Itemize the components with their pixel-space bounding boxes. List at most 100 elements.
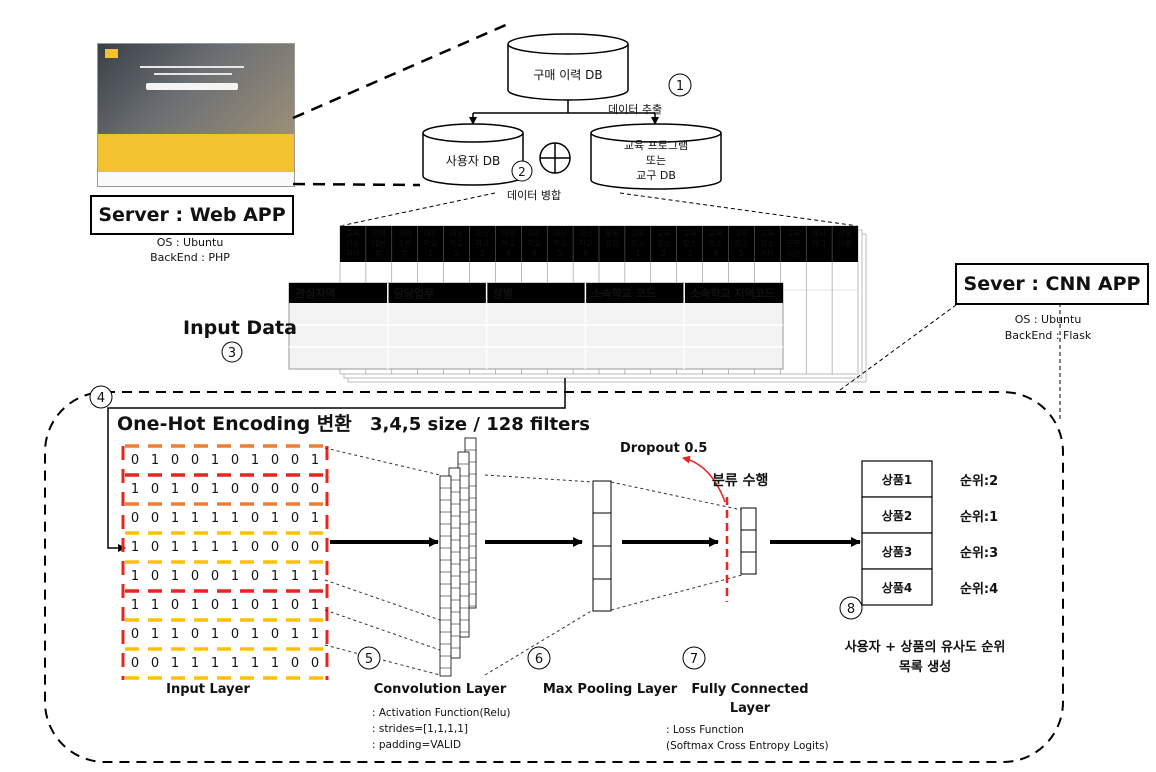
back-table-header-10: 유형 bbox=[605, 239, 619, 248]
onehot-cell: 0 bbox=[311, 656, 319, 671]
user-db-label: 사용자 DB bbox=[446, 154, 500, 168]
onehot-cell: 1 bbox=[171, 627, 179, 642]
back-table-header-15: 5 bbox=[739, 249, 744, 258]
conv-note-activation: : Activation Function(Relu) bbox=[372, 707, 511, 719]
onehot-cell: 0 bbox=[151, 569, 159, 584]
onehot-cell: 1 bbox=[211, 511, 219, 526]
back-table-header-3: 대상 bbox=[424, 228, 438, 238]
extract-label: 데이터 추출 bbox=[608, 103, 662, 116]
step-6-number: 6 bbox=[535, 652, 543, 667]
conv-layer-label: Convolution Layer bbox=[374, 682, 507, 697]
purchase-db-label: 구매 이력 DB bbox=[533, 68, 602, 82]
back-table-header-9: 학교 bbox=[579, 238, 593, 248]
onehot-cell: 1 bbox=[231, 511, 239, 526]
onehot-cell: 0 bbox=[231, 453, 239, 468]
onehot-cell: 1 bbox=[311, 627, 319, 642]
back-table-header-4: 학교 bbox=[450, 238, 464, 248]
onehot-cell: 0 bbox=[271, 627, 279, 642]
front-table-header-3: 소속학교 코드 bbox=[591, 286, 656, 300]
onehot-cell: 0 bbox=[191, 453, 199, 468]
back-table-header-6: 4 bbox=[506, 249, 511, 258]
back-table-header-1: 류 bbox=[375, 249, 382, 258]
edu-db-label-3: 교구 DB bbox=[636, 169, 676, 182]
back-table-header-2: 소분 bbox=[398, 239, 412, 248]
fully-connected-column bbox=[740, 507, 757, 575]
fc-layer-label-2: Layer bbox=[730, 701, 771, 716]
onehot-cell: 0 bbox=[291, 511, 299, 526]
onehot-cell: 0 bbox=[291, 453, 299, 468]
fc-layer-label-1: Fully Connected bbox=[691, 682, 808, 697]
back-table-header-14: 장소 bbox=[709, 238, 723, 248]
web-server-os: OS : Ubuntu bbox=[157, 236, 224, 249]
back-table-header-17: 교육 bbox=[786, 229, 800, 238]
onehot-cell: 1 bbox=[311, 511, 319, 526]
onehot-title: One-Hot Encoding 변환 bbox=[117, 413, 352, 435]
website-search-bar bbox=[146, 83, 238, 90]
step-8-number: 8 bbox=[847, 602, 855, 617]
onehot-cell: 0 bbox=[271, 482, 279, 497]
back-table-header-5: 3 bbox=[480, 249, 485, 258]
onehot-cell: 1 bbox=[291, 569, 299, 584]
onehot-cell: 0 bbox=[131, 627, 139, 642]
back-table-header-16: 장소 bbox=[760, 238, 774, 248]
back-table-header-5: 학교 bbox=[476, 238, 490, 248]
onehot-cell: 1 bbox=[191, 540, 199, 555]
product-name: 상품2 bbox=[882, 508, 912, 523]
back-table-header-0: 지역 bbox=[346, 248, 360, 258]
onehot-cell: 1 bbox=[171, 511, 179, 526]
onehot-cell: 1 bbox=[131, 569, 139, 584]
onehot-cell: 1 bbox=[211, 482, 219, 497]
merge-plus-circle-icon bbox=[539, 142, 571, 174]
back-table-header-0: 가능 bbox=[346, 239, 360, 248]
back-table-header-17: 진행 bbox=[786, 238, 800, 248]
step-1-number: 1 bbox=[676, 79, 684, 94]
back-table-header-13: 3 bbox=[687, 249, 692, 258]
website-headline bbox=[140, 66, 244, 68]
front-table-header-4: 소속학교 지역코드 bbox=[690, 286, 775, 300]
onehot-cell: 1 bbox=[171, 540, 179, 555]
onehot-cell: 1 bbox=[291, 627, 299, 642]
product-name: 상품4 bbox=[882, 580, 912, 595]
onehot-cell: 0 bbox=[291, 482, 299, 497]
input-layer-label: Input Layer bbox=[166, 682, 250, 697]
onehot-cell: 1 bbox=[231, 540, 239, 555]
back-table-header-1: 대분 bbox=[372, 239, 386, 248]
back-table-header-2: 류 bbox=[401, 249, 408, 258]
back-table-header-12: 교육 bbox=[657, 229, 671, 238]
onehot-cell: 0 bbox=[131, 511, 139, 526]
onehot-cell: 1 bbox=[151, 627, 159, 642]
web-server-title: Server : Web APP bbox=[90, 195, 294, 235]
conv-note-padding: : padding=VALID bbox=[372, 739, 461, 751]
product-rank: 순위:1 bbox=[960, 510, 998, 525]
website-screenshot bbox=[97, 43, 295, 187]
back-table-header-9: 대상 bbox=[579, 228, 593, 238]
onehot-cell: 0 bbox=[171, 598, 179, 613]
back-table-header-6: 대상 bbox=[501, 228, 515, 238]
product-name: 상품1 bbox=[882, 472, 912, 487]
back-table-header-18: 해시 bbox=[812, 228, 826, 238]
onehot-cell: 1 bbox=[311, 598, 319, 613]
product-rank: 순위:2 bbox=[960, 474, 998, 489]
onehot-cell: 0 bbox=[251, 598, 259, 613]
onehot-cell: 1 bbox=[211, 540, 219, 555]
step-4-number: 4 bbox=[97, 391, 105, 406]
onehot-cell: 0 bbox=[131, 656, 139, 671]
onehot-cell: 0 bbox=[151, 540, 159, 555]
cnn-process-container bbox=[44, 391, 1064, 763]
onehot-cell: 0 bbox=[191, 627, 199, 642]
onehot-cell: 0 bbox=[271, 540, 279, 555]
onehot-cell: 0 bbox=[131, 453, 139, 468]
back-table-header-18: 태그 bbox=[812, 239, 826, 248]
back-table-header-2: 지역 bbox=[398, 228, 412, 238]
classify-label: 분류 수행 bbox=[712, 473, 768, 489]
user-db-cylinder bbox=[422, 123, 524, 186]
onehot-cell: 1 bbox=[191, 511, 199, 526]
onehot-cell: 0 bbox=[291, 656, 299, 671]
onehot-cell: 1 bbox=[211, 656, 219, 671]
onehot-cell: 1 bbox=[311, 453, 319, 468]
onehot-cell: 1 bbox=[171, 482, 179, 497]
dropout-arrow bbox=[682, 455, 726, 503]
onehot-cell: 1 bbox=[151, 598, 159, 613]
back-table-header-19: 이름 bbox=[838, 238, 852, 248]
